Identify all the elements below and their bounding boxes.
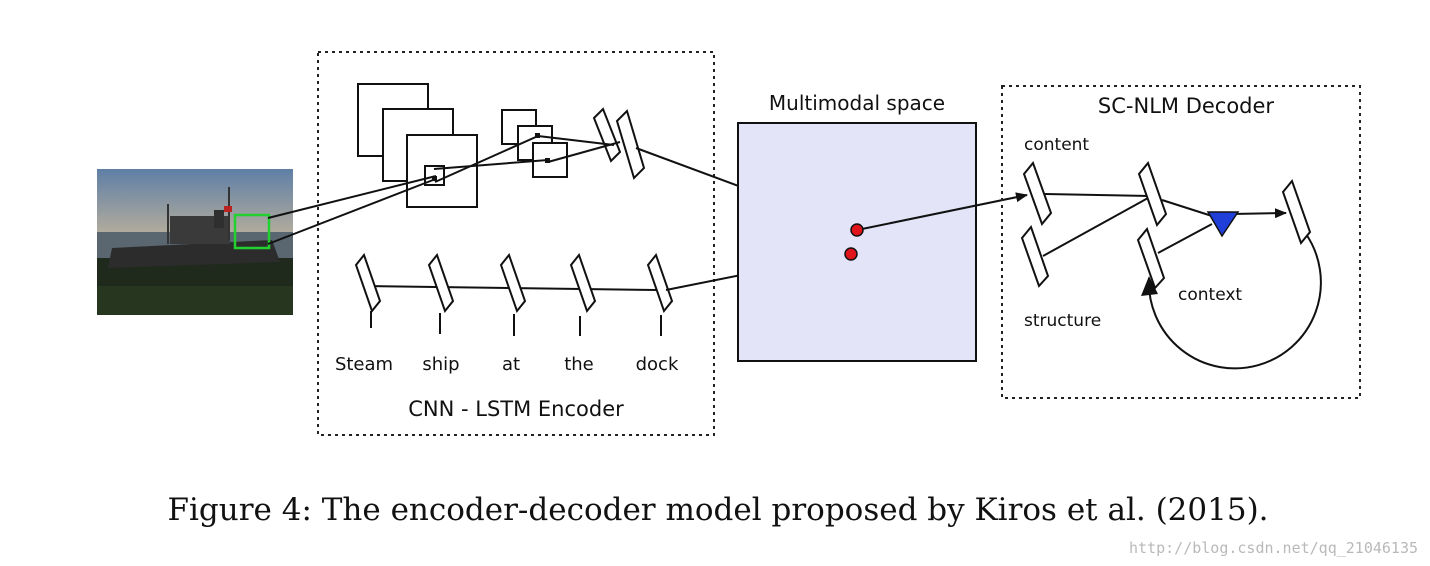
cnn-connections	[267, 135, 621, 245]
context-label: context	[1178, 285, 1242, 305]
decoder-box	[1001, 85, 1361, 399]
structure-unit	[1020, 224, 1050, 288]
multimodal-title: Multimodal space	[769, 91, 945, 115]
decoder-units	[1020, 160, 1312, 290]
word-label-ship: ship	[422, 354, 459, 375]
sentence-embedding-point	[844, 247, 858, 261]
context-unit	[1136, 226, 1166, 290]
gate-to-output-arrow	[1231, 208, 1287, 219]
input-photo	[97, 169, 293, 315]
cnn-pooled-maps	[501, 109, 568, 178]
lstm-unit-steam	[354, 252, 382, 314]
word-label-dock: dock	[636, 354, 679, 375]
gating-triangle	[1206, 211, 1240, 238]
figure-caption: Figure 4: The encoder-decoder model prop…	[167, 492, 1268, 528]
crop-box	[233, 213, 271, 250]
cnn-output-units	[592, 107, 646, 180]
word-label-steam: Steam	[335, 354, 393, 375]
decoder-connections	[1042, 193, 1213, 257]
word-labels: Steam ship at the dock	[335, 354, 679, 375]
hidden-unit	[1137, 160, 1168, 228]
word-label-the: the	[564, 354, 594, 375]
context-loop-arrowhead	[1141, 276, 1158, 296]
lstm-unit-the	[569, 252, 597, 314]
multimodal-to-decoder-arrow	[861, 192, 1028, 230]
multimodal-space-box	[737, 122, 977, 362]
word-label-at: at	[502, 354, 520, 375]
context-feedback-loop	[1147, 233, 1322, 370]
output-unit	[1281, 178, 1312, 246]
watermark: http://blog.csdn.net/qq_21046135	[1129, 539, 1418, 557]
cnn-feature-maps	[357, 83, 478, 208]
decoder-title: SC-NLM Decoder	[1098, 94, 1275, 118]
content-label: content	[1024, 135, 1089, 155]
lstm-units	[354, 252, 674, 336]
content-unit	[1022, 161, 1053, 226]
encoder-box	[317, 51, 715, 436]
structure-label: structure	[1024, 311, 1101, 331]
encoder-title: CNN - LSTM Encoder	[408, 397, 624, 421]
image-embedding-point	[850, 223, 864, 237]
lstm-unit-at	[499, 252, 527, 314]
lstm-unit-ship	[427, 252, 455, 314]
lstm-unit-dock	[646, 252, 674, 314]
